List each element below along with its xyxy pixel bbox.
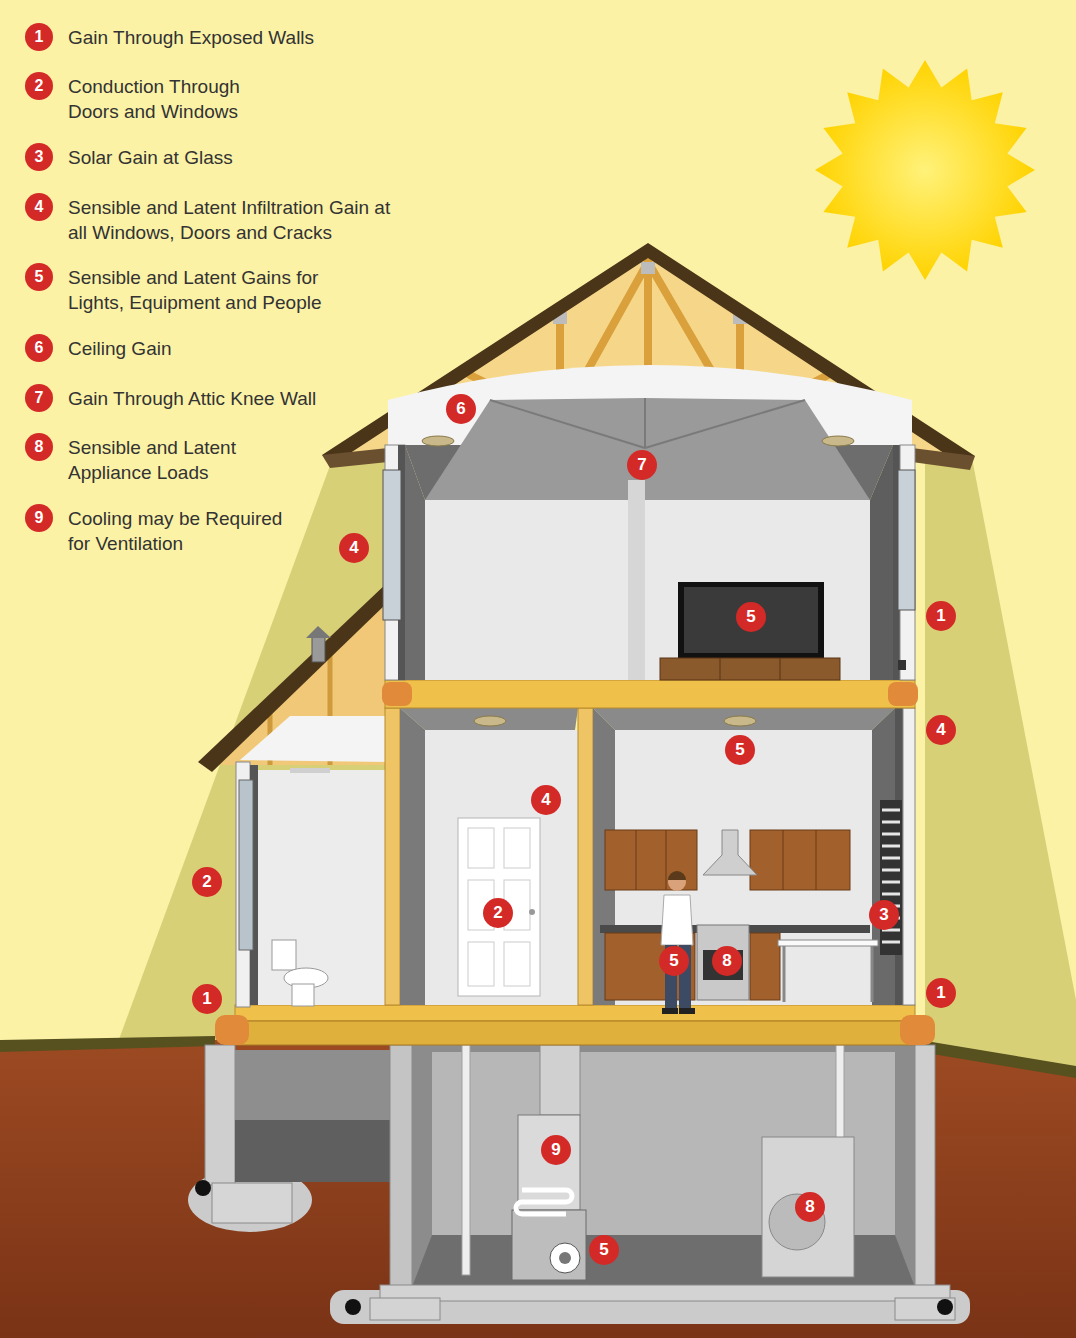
callout-number: 5 bbox=[736, 602, 766, 632]
callout-number: 1 bbox=[926, 978, 956, 1008]
callout-number: 4 bbox=[25, 193, 53, 221]
callout-number: 7 bbox=[25, 384, 53, 412]
legend-description: Solar Gain at Glass bbox=[68, 145, 388, 170]
callout-number: 2 bbox=[483, 898, 513, 928]
callout-number: 3 bbox=[25, 143, 53, 171]
callout-number: 8 bbox=[795, 1192, 825, 1222]
callout-number: 8 bbox=[712, 946, 742, 976]
callout-number: 6 bbox=[446, 394, 476, 424]
callout-number: 1 bbox=[25, 23, 53, 51]
legend-description: Ceiling Gain bbox=[68, 336, 388, 361]
callout-number: 8 bbox=[25, 433, 53, 461]
callout-number: 3 bbox=[869, 900, 899, 930]
legend-description: Conduction Through Doors and Windows bbox=[68, 74, 268, 124]
legend-description: Sensible and Latent Gains for Lights, Eq… bbox=[68, 265, 348, 315]
callout-number: 2 bbox=[25, 72, 53, 100]
legend-description: Sensible and Latent Appliance Loads bbox=[68, 435, 268, 485]
callout-number: 5 bbox=[725, 735, 755, 765]
sun bbox=[815, 60, 1035, 280]
callout-number: 1 bbox=[192, 984, 222, 1014]
legend-description: Gain Through Exposed Walls bbox=[68, 25, 388, 50]
callout-number: 4 bbox=[531, 785, 561, 815]
callout-number: 6 bbox=[25, 334, 53, 362]
callout-number: 4 bbox=[926, 715, 956, 745]
legend-description: Cooling may be Required for Ventilation bbox=[68, 506, 296, 556]
legend-description: Gain Through Attic Knee Wall bbox=[68, 386, 388, 411]
callout-number: 2 bbox=[192, 867, 222, 897]
callout-number: 9 bbox=[541, 1135, 571, 1165]
callout-number: 1 bbox=[926, 601, 956, 631]
legend-description: Sensible and Latent Infiltration Gain at… bbox=[68, 195, 413, 245]
callout-number: 4 bbox=[339, 533, 369, 563]
callout-number: 7 bbox=[627, 450, 657, 480]
callout-number: 9 bbox=[25, 504, 53, 532]
callout-number: 5 bbox=[659, 946, 689, 976]
callout-number: 5 bbox=[25, 263, 53, 291]
callout-number: 5 bbox=[589, 1235, 619, 1265]
